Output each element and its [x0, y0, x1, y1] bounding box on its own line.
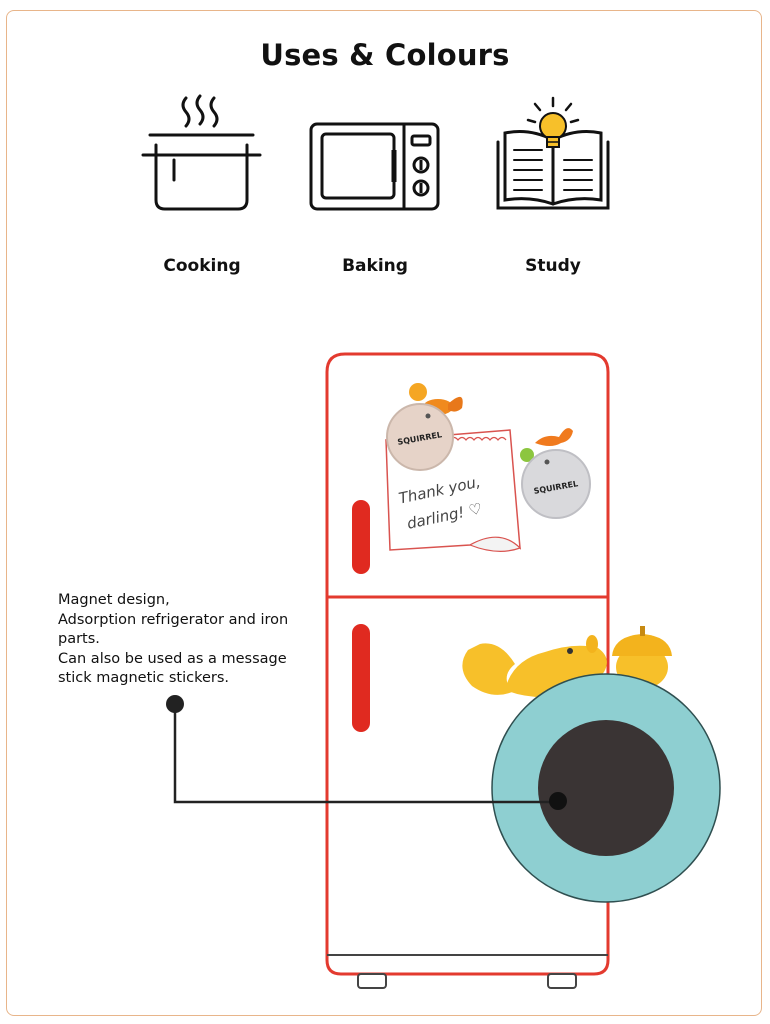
- lightbulb-icon: [539, 112, 567, 148]
- fridge-handle-top: [352, 500, 370, 574]
- callout-line: parts.: [58, 631, 100, 647]
- magnet-disc: [491, 673, 721, 903]
- book-lightbulb-icon: [496, 96, 610, 210]
- callout-line: Adsorption refrigerator and iron: [58, 611, 289, 628]
- cooking-pot-icon: [141, 94, 262, 211]
- callout-line: stick magnetic stickers.: [58, 670, 230, 686]
- use-label-cooking: Cooking: [163, 256, 241, 276]
- fridge-handle-bottom: [352, 624, 370, 732]
- small-magnet-beige: SQUIRREL: [386, 383, 463, 471]
- use-label-study: Study: [525, 256, 581, 276]
- small-magnet-grey: SQUIRREL: [520, 428, 591, 519]
- callout-connector: [166, 695, 567, 810]
- microwave-icon: [309, 122, 440, 211]
- magnet-description: Magnet design, Adsorption refrigerator a…: [58, 591, 328, 689]
- use-label-baking: Baking: [342, 256, 408, 276]
- page-title: Uses & Colours: [260, 38, 510, 72]
- page-frame: [6, 10, 762, 1016]
- callout-line: Can also be used as a message: [58, 650, 287, 667]
- callout-line: Magnet design,: [58, 592, 170, 608]
